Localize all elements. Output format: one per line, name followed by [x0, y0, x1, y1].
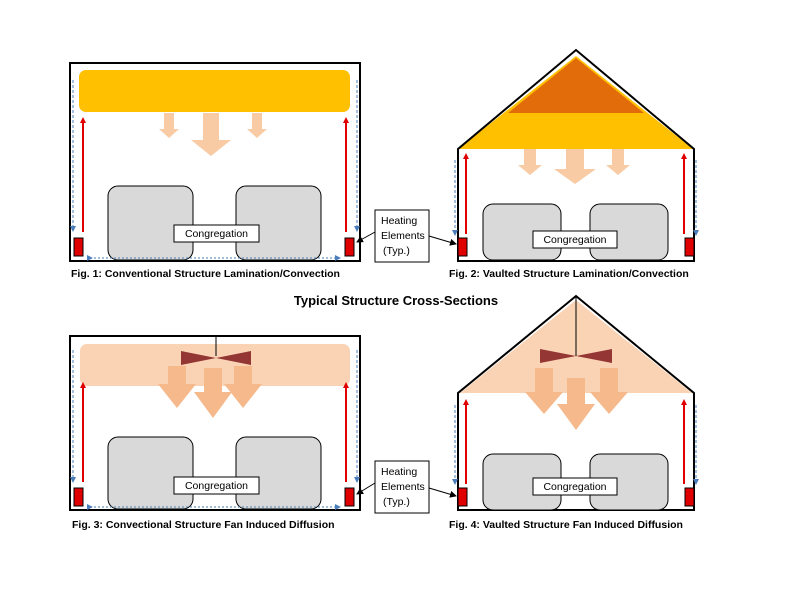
- congregation-label-box: [532, 477, 618, 496]
- heating-element-left: [73, 487, 84, 507]
- callout-line: (Typ.): [383, 245, 410, 257]
- peak-hot-air-layer: [508, 58, 644, 113]
- congregation-label-box: [532, 230, 618, 249]
- fan-downflow-arrow: [590, 368, 628, 414]
- ceiling-fan-icon: [540, 349, 612, 363]
- callout-line: Elements: [381, 230, 425, 242]
- congregation-label: Congregation: [543, 481, 606, 493]
- hot-air-layer: [79, 70, 350, 112]
- callout-pointer-left: [356, 231, 376, 243]
- fan-downflow-arrow: [224, 366, 262, 408]
- fan-downflow-arrow: [194, 368, 232, 418]
- pew-right: [235, 436, 322, 510]
- congregation-label: Congregation: [185, 480, 248, 492]
- diffused-air-layer: [80, 344, 350, 386]
- building-outline: [69, 62, 361, 262]
- congregation-label: Congregation: [185, 228, 248, 240]
- figure-2: Congregation Fig. 2: Vaulted Structure L…: [449, 48, 699, 280]
- vaulted-building-outline: [457, 48, 695, 262]
- figure-caption: Fig. 2: Vaulted Structure Lamination/Con…: [449, 268, 689, 280]
- diagram-title: Typical Structure Cross-Sections: [294, 293, 498, 308]
- callout-line: (Typ.): [383, 496, 410, 508]
- callout-pointer-left: [356, 482, 376, 495]
- downflow-arrow: [518, 149, 542, 175]
- heating-element-right: [344, 487, 355, 507]
- heating-element-right: [344, 237, 355, 257]
- air-flow-arrows: [159, 113, 267, 156]
- heating-element-left: [457, 237, 468, 257]
- figure-1: Congregation Fig. 1: Conventional Struct…: [69, 62, 361, 280]
- downflow-arrow: [247, 113, 267, 138]
- air-flow-arrows: [518, 149, 630, 184]
- pew-left: [107, 185, 194, 261]
- fan-blade: [576, 349, 612, 363]
- callout-line: Heating: [381, 466, 417, 478]
- callout-line: Heating: [381, 215, 417, 227]
- downflow-arrow: [554, 149, 596, 184]
- heating-elements-callout: Heating Elements (Typ.): [356, 460, 457, 514]
- building-outline: [69, 335, 361, 511]
- callout-pointer-right: [428, 235, 457, 246]
- downflow-arrow: [191, 113, 231, 156]
- fan-downflow-arrow: [525, 368, 563, 414]
- heating-element-left: [73, 237, 84, 257]
- heating-element-right: [684, 487, 695, 507]
- figure-caption: Fig. 1: Conventional Structure Laminatio…: [71, 268, 340, 280]
- congregation-label-box: [173, 476, 260, 495]
- downflow-arrow: [606, 149, 630, 175]
- pew-right: [235, 185, 322, 261]
- fan-downflow-arrow: [557, 378, 595, 430]
- callout-line: Elements: [381, 481, 425, 493]
- fan-blade: [540, 349, 576, 363]
- congregation-label-box: [173, 224, 260, 243]
- pew-left: [107, 436, 194, 510]
- fan-arrows: [158, 366, 262, 418]
- figure-caption: Fig. 3: Convectional Structure Fan Induc…: [72, 519, 335, 531]
- ceiling-fan-icon: [181, 351, 251, 365]
- figure-4: Congregation Fig. 4: Vaulted Structure F…: [449, 294, 699, 531]
- fan-blade: [216, 351, 251, 365]
- figure-3: Congregation Fig. 3: Convectional Struct…: [69, 335, 361, 531]
- downflow-arrow: [159, 113, 179, 138]
- fan-downflow-arrow: [158, 366, 196, 408]
- congregation-label: Congregation: [543, 234, 606, 246]
- heating-elements-callout: Heating Elements (Typ.): [356, 209, 457, 263]
- callout-box: [374, 209, 430, 263]
- figure-caption: Fig. 4: Vaulted Structure Fan Induced Di…: [449, 519, 683, 531]
- fan-arrows: [525, 368, 628, 430]
- callout-box: [374, 460, 430, 514]
- heating-element-right: [684, 237, 695, 257]
- callout-pointer-right: [428, 487, 457, 498]
- heating-element-left: [457, 487, 468, 507]
- fan-blade: [181, 351, 216, 365]
